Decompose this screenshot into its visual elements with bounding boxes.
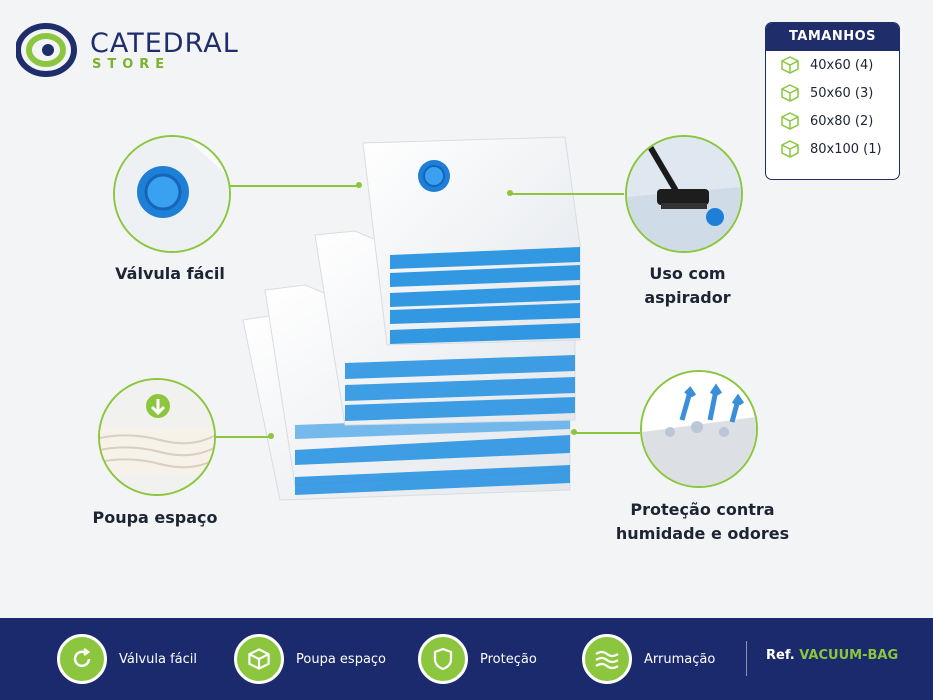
footer-label: Arrumação: [644, 651, 716, 667]
connector-dot: [356, 182, 362, 188]
size-row: 60x80 (2): [766, 107, 899, 135]
size-label: 40x60 (4): [810, 57, 874, 73]
box-icon: [781, 56, 799, 74]
box-icon: [234, 634, 284, 684]
connector-line: [575, 432, 640, 434]
connector-dot: [268, 433, 274, 439]
size-label: 80x100 (1): [810, 141, 882, 157]
feature-label-protection-line2: humidade e odores: [615, 524, 790, 543]
vacuum-cleaner-icon: [627, 137, 741, 251]
product-reference: Ref. VACUUM-BAG: [766, 648, 898, 663]
size-row: 50x60 (3): [766, 79, 899, 107]
feature-label-valve: Válvula fácil: [115, 264, 225, 283]
brand-logo: [15, 20, 256, 80]
connector-dot: [507, 190, 513, 196]
vacuum-bags-stack-image: [242, 136, 581, 501]
box-icon: [781, 112, 799, 130]
footer-item-space: Poupa espaço: [234, 634, 386, 684]
brand-name: CATEDRAL: [90, 28, 239, 59]
logo-mark-icon: [15, 23, 77, 77]
valve-icon: [115, 137, 229, 251]
footer-label: Poupa espaço: [296, 651, 387, 667]
waves-icon: [582, 634, 632, 684]
brand-subtitle: STORE: [92, 57, 171, 72]
shield-icon: [418, 634, 468, 684]
size-row: 80x100 (1): [766, 135, 899, 163]
compressed-bag-icon: [100, 380, 214, 494]
size-row: 40x60 (4): [766, 51, 899, 79]
reference-label: Ref.: [766, 648, 795, 663]
connector-line: [213, 436, 271, 438]
bag-small: [362, 136, 581, 346]
refresh-icon: [57, 634, 107, 684]
moisture-protection-icon: [642, 372, 756, 486]
feature-label-protection: Proteção contra humidade e odores: [610, 498, 795, 546]
protection-feature-image: [640, 370, 758, 488]
footer-divider: [746, 641, 747, 676]
footer-item-protection: Proteção: [418, 634, 537, 684]
footer-item-valve: Válvula fácil: [57, 634, 197, 684]
sizes-panel: TAMANHOS 40x60 (4) 50x60 (3) 60x80 (2) 8…: [765, 22, 900, 180]
footer-label: Válvula fácil: [119, 651, 198, 667]
feature-label-protection-line1: Proteção contra: [630, 500, 775, 519]
feature-label-space: Poupa espaço: [92, 508, 218, 527]
connector-line: [512, 193, 624, 195]
size-label: 60x80 (2): [810, 113, 874, 129]
reference-value: VACUUM-BAG: [799, 648, 899, 663]
footer-item-organization: Arrumação: [582, 634, 715, 684]
connector-line: [229, 185, 359, 187]
vacuum-feature-image: [625, 135, 743, 253]
footer-label: Proteção: [480, 651, 537, 667]
valve-feature-image: [113, 135, 231, 253]
sizes-title: TAMANHOS: [766, 23, 899, 51]
feature-label-vacuum: Uso com aspirador: [644, 264, 731, 307]
box-icon: [781, 140, 799, 158]
connector-dot: [571, 429, 577, 435]
space-feature-image: [98, 378, 216, 496]
box-icon: [781, 84, 799, 102]
size-label: 50x60 (3): [810, 85, 874, 101]
